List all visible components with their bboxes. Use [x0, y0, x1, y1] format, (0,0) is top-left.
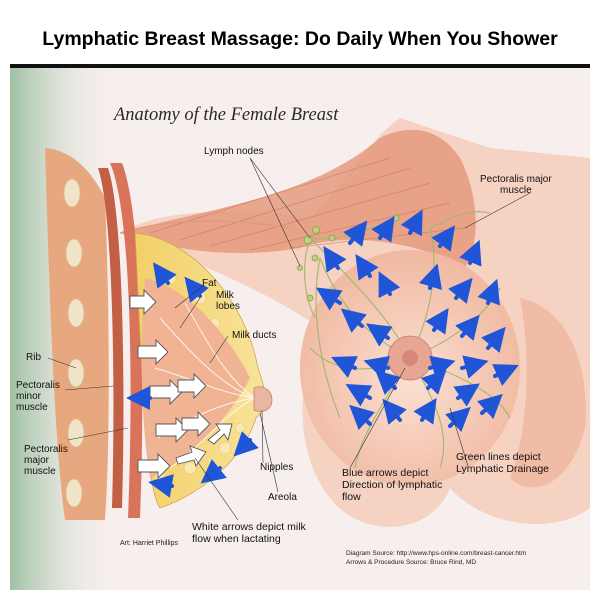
- label-milk-ducts: Milk ducts: [232, 330, 277, 341]
- label-leader-lines: [47, 157, 531, 521]
- label-rib: Rib: [26, 352, 42, 363]
- top-divider: [10, 64, 590, 68]
- page-title: Lymphatic Breast Massage: Do Daily When …: [42, 28, 558, 50]
- note-line: White arrows depict milk: [192, 521, 306, 533]
- note-line: Lymphatic Drainage: [456, 462, 549, 475]
- note-line: flow when lactating: [192, 532, 281, 545]
- breast-anatomy-figure: [10, 68, 590, 590]
- credit-arrows-source: Arrows & Procedure Source: Bruce Rind, M…: [346, 559, 477, 566]
- note-line: Blue arrows depict: [342, 467, 429, 479]
- label-line: muscle: [16, 402, 48, 414]
- note-white-arrows: White arrows depict milk flow when lacta…: [192, 521, 306, 546]
- label-line: Pectoralis: [16, 380, 60, 391]
- credit-diagram-source: Diagram Source: http://www.hps-online.co…: [346, 550, 527, 557]
- label-milk-lobes: Milk lobes: [216, 290, 240, 312]
- note-line: flow: [342, 490, 361, 503]
- credit-art: Art: Harriet Phillips: [120, 540, 178, 547]
- pectoralis-minor-layer: [98, 168, 124, 508]
- label-areola: Areola: [268, 492, 297, 503]
- ribs: [63, 178, 85, 508]
- note-blue-arrows: Blue arrows depict Direction of lymphati…: [342, 467, 443, 503]
- lymph-node-dots: [297, 214, 400, 302]
- cross-section-blue-arrows: [126, 262, 259, 498]
- white-milk-flow-arrows: [129, 288, 233, 480]
- anatomy-illustration: Anatomy of the Female Breast Lymph nodes…: [10, 68, 590, 590]
- blue-lymph-arrows: [315, 209, 519, 432]
- label-lymph-nodes: Lymph nodes: [204, 146, 264, 157]
- label-pectoralis-minor: Pectoralis minor muscle: [16, 380, 60, 414]
- pectoralis-major-layer: [110, 163, 143, 518]
- label-line: major: [24, 455, 50, 467]
- label-line: muscle: [500, 185, 532, 197]
- label-line: minor: [16, 391, 42, 403]
- note-line: Green lines depict: [456, 451, 541, 463]
- nipple: [402, 350, 418, 366]
- label-line: Pectoralis major: [480, 174, 552, 185]
- note-line: Direction of lymphatic: [342, 478, 443, 491]
- second-breast: [510, 298, 586, 488]
- label-line: Pectoralis: [24, 444, 68, 455]
- label-pectoralis-major-right: Pectoralis major muscle: [480, 174, 552, 196]
- label-line: lobes: [216, 301, 240, 313]
- label-pectoralis-major-left: Pectoralis major muscle: [24, 444, 68, 478]
- label-fat: Fat: [202, 278, 217, 289]
- label-nipples: Nipples: [260, 462, 294, 473]
- label-line: Milk: [216, 290, 234, 301]
- cross-section-nipple: [253, 386, 273, 412]
- chest-wall: [45, 148, 109, 520]
- note-green-lines: Green lines depict Lymphatic Drainage: [456, 451, 549, 476]
- diagram-heading: Anatomy of the Female Breast: [114, 105, 339, 125]
- arm-contour: [119, 220, 291, 234]
- label-line: muscle: [24, 466, 56, 478]
